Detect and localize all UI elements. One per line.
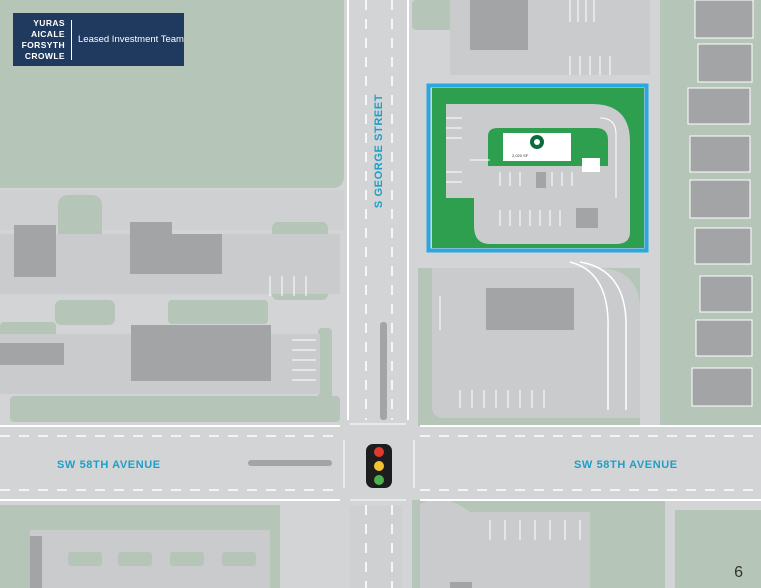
- house: [689, 179, 751, 219]
- buildings: [0, 0, 574, 588]
- drive-thru-curve: [579, 261, 627, 410]
- bank-parking-lot: [432, 268, 640, 418]
- house: [695, 319, 753, 357]
- green-strip-south-lots: [10, 396, 340, 422]
- street-label-s-george: S GEORGE STREET: [373, 93, 386, 209]
- traffic-signal-icon: [366, 444, 392, 488]
- green-parcel-southeast-corner: [675, 510, 761, 588]
- house: [691, 367, 753, 407]
- building: [14, 225, 56, 277]
- store-area-label: 2,020 SF: [512, 153, 529, 158]
- road-median-west: [248, 460, 332, 466]
- street-label-sw-58th-west: SW 58TH AVENUE: [57, 459, 161, 471]
- logo-line: CROWLE: [24, 50, 65, 61]
- logo-line: YURAS: [33, 17, 65, 28]
- logo-wordmark: YURAS AICALE FORSYTH CROWLE: [13, 18, 71, 62]
- signal-green-light: [374, 475, 384, 485]
- road-median: [380, 322, 387, 420]
- green-parcel-north: [412, 0, 452, 30]
- house: [694, 227, 752, 265]
- dumpster-pad: [576, 208, 598, 228]
- building-edge: [30, 536, 42, 588]
- street-label-sw-58th-east: SW 58TH AVENUE: [574, 459, 678, 471]
- parking-island: [222, 552, 256, 566]
- starbucks-logo-inner: [534, 139, 540, 145]
- road-shoulder-south: [350, 506, 402, 588]
- menu-board: [582, 158, 600, 172]
- house: [687, 87, 751, 125]
- parking-island: [68, 552, 102, 566]
- parking-island: [170, 552, 204, 566]
- logo-tagline: Leased Investment Team: [78, 34, 184, 45]
- green-strip-6: [318, 328, 332, 398]
- trash-enclosure: [536, 172, 546, 188]
- green-strip-5: [168, 300, 268, 324]
- parking-stalls: [269, 0, 611, 540]
- site-boundary: [426, 83, 649, 253]
- green-strip-3: [55, 300, 115, 325]
- house: [699, 275, 753, 313]
- building: [0, 343, 64, 365]
- parking-island: [118, 552, 152, 566]
- road-edges: [0, 0, 761, 501]
- subject-site: [426, 83, 649, 253]
- house: [694, 0, 754, 39]
- crosswalks: [343, 423, 415, 501]
- logo-line: FORSYTH: [21, 39, 65, 50]
- signal-red-light: [374, 447, 384, 457]
- signal-yellow-light: [374, 461, 384, 471]
- company-logo: YURAS AICALE FORSYTH CROWLE Leased Inves…: [13, 13, 184, 66]
- logo-divider: [71, 19, 72, 60]
- drive-thru-lane: [599, 117, 617, 198]
- page-number: 6: [734, 564, 743, 581]
- site-stalls: [446, 117, 573, 226]
- building: [470, 0, 528, 50]
- building: [131, 325, 271, 381]
- parking-islands: [30, 536, 256, 588]
- logo-line: AICALE: [30, 28, 65, 39]
- house: [689, 135, 751, 173]
- bank-building: [486, 288, 574, 330]
- residential-buildings: [687, 0, 754, 407]
- southeast-parking-lot: [420, 498, 590, 588]
- building: [130, 222, 222, 274]
- drive-thru-curve: [569, 261, 609, 410]
- building: [450, 582, 472, 588]
- house: [697, 43, 753, 83]
